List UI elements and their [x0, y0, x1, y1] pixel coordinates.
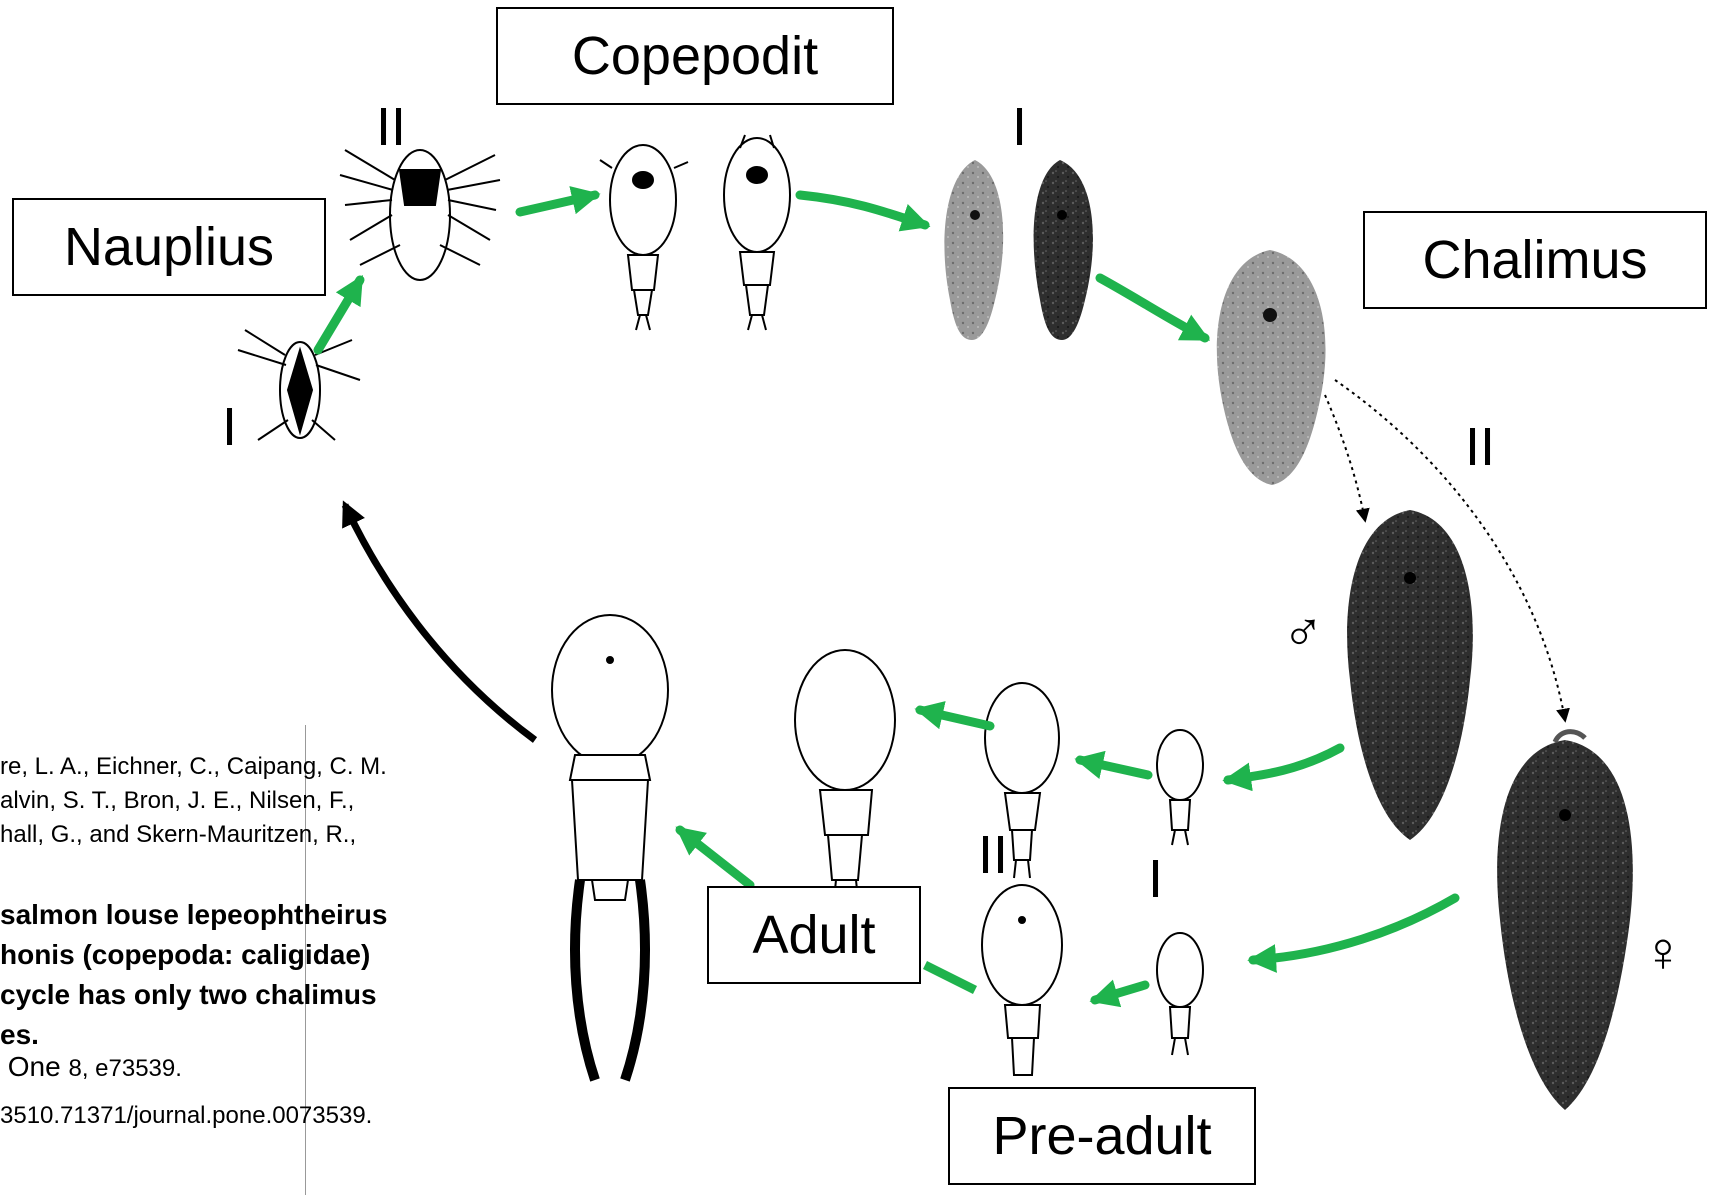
female-symbol: ♀: [1642, 924, 1684, 980]
stage-box-chalimus: Chalimus: [1363, 211, 1707, 309]
citation-authors-line-2: alvin, S. T., Bron, J. E., Nilsen, F.,: [0, 787, 354, 814]
adult-female-specimen: [552, 615, 668, 1080]
preadult-1-numeral: I: [1148, 852, 1163, 906]
stage-box-adult: Adult: [707, 886, 921, 984]
citation-title-line-2: honis (copepoda: caligidae): [0, 939, 370, 970]
dotted-to-male: [1325, 395, 1365, 520]
nauplius-2-numeral: II: [376, 100, 406, 154]
preadult-2-numeral: II: [978, 828, 1008, 882]
citation-title-line-1: salmon louse lepeophtheirus: [0, 899, 387, 930]
stage-label-nauplius: Nauplius: [64, 220, 274, 274]
stage-label-pre-adult: Pre-adult: [992, 1109, 1211, 1163]
arrow-adult-to-adult-female: [680, 830, 750, 885]
arrow-nauplius-to-copepodit: [520, 195, 595, 212]
female-specimen: [1497, 732, 1633, 1110]
citation-title-line-3: cycle has only two chalimus: [0, 979, 377, 1010]
copepodit-specimen-b: [724, 135, 790, 330]
citation-authors: re, L. A., Eichner, C., Caipang, C. M. a…: [0, 750, 520, 852]
adult-male-specimen: [795, 650, 895, 900]
citation-authors-line-1: re, L. A., Eichner, C., Caipang, C. M.: [0, 753, 387, 780]
stage-box-nauplius: Nauplius: [12, 198, 326, 296]
stage-label-chalimus: Chalimus: [1422, 233, 1647, 287]
chalimus-1-specimen-b: [1034, 160, 1093, 340]
stage-box-pre-adult: Pre-adult: [948, 1087, 1256, 1185]
chalimus-1-numeral: I: [1012, 100, 1027, 154]
arrow-preadult-1-to-2-female: [1095, 985, 1145, 1000]
citation-authors-line-3: hall, G., and Skern-Mauritzen, R.,: [0, 821, 356, 848]
arrow-preadult-2-to-adult-male: [920, 710, 990, 726]
arrow-female-to-preadult-1: [1253, 898, 1455, 960]
preadult-1-male-specimen: [1157, 730, 1203, 845]
arrow-chalimus-1-to-2: [1100, 278, 1205, 338]
stage-box-copepodit: Copepodit: [496, 7, 894, 105]
citation-title: salmon louse lepeophtheirus honis (copep…: [0, 895, 520, 1055]
preadult-1-female-specimen: [1157, 933, 1203, 1055]
chalimus-2-numeral: II: [1465, 420, 1495, 474]
citation-journal-volume: 8, e73539.: [68, 1055, 181, 1082]
chalimus-2-specimen: [1217, 250, 1326, 485]
nauplius-1-specimen: [238, 330, 360, 440]
arrow-adult-to-nauplius: [345, 505, 535, 740]
citation-doi: 3510.71371/journal.pone.0073539.: [0, 1099, 372, 1133]
preadult-2-female-specimen: [982, 885, 1062, 1075]
chalimus-1-specimen-a: [944, 160, 1003, 340]
male-symbol: ♂: [1282, 604, 1324, 660]
copepodit-specimen-a: [600, 145, 688, 330]
stage-label-copepodit: Copepodit: [572, 29, 818, 83]
citation-journal: One 8, e73539.: [0, 1050, 182, 1086]
stage-label-adult: Adult: [752, 908, 875, 962]
nauplius-2-specimen: [340, 150, 500, 280]
arrow-preadult-1-to-2-male: [1080, 760, 1148, 775]
citation-journal-name: One: [0, 1051, 68, 1082]
arrow-adult-link: [925, 965, 975, 990]
male-specimen: [1347, 510, 1473, 840]
nauplius-1-numeral: I: [222, 400, 237, 454]
arrow-male-to-preadult-1: [1228, 748, 1340, 780]
citation-title-line-4: es.: [0, 1019, 39, 1050]
arrow-copepodit-to-chalimus: [800, 195, 925, 225]
